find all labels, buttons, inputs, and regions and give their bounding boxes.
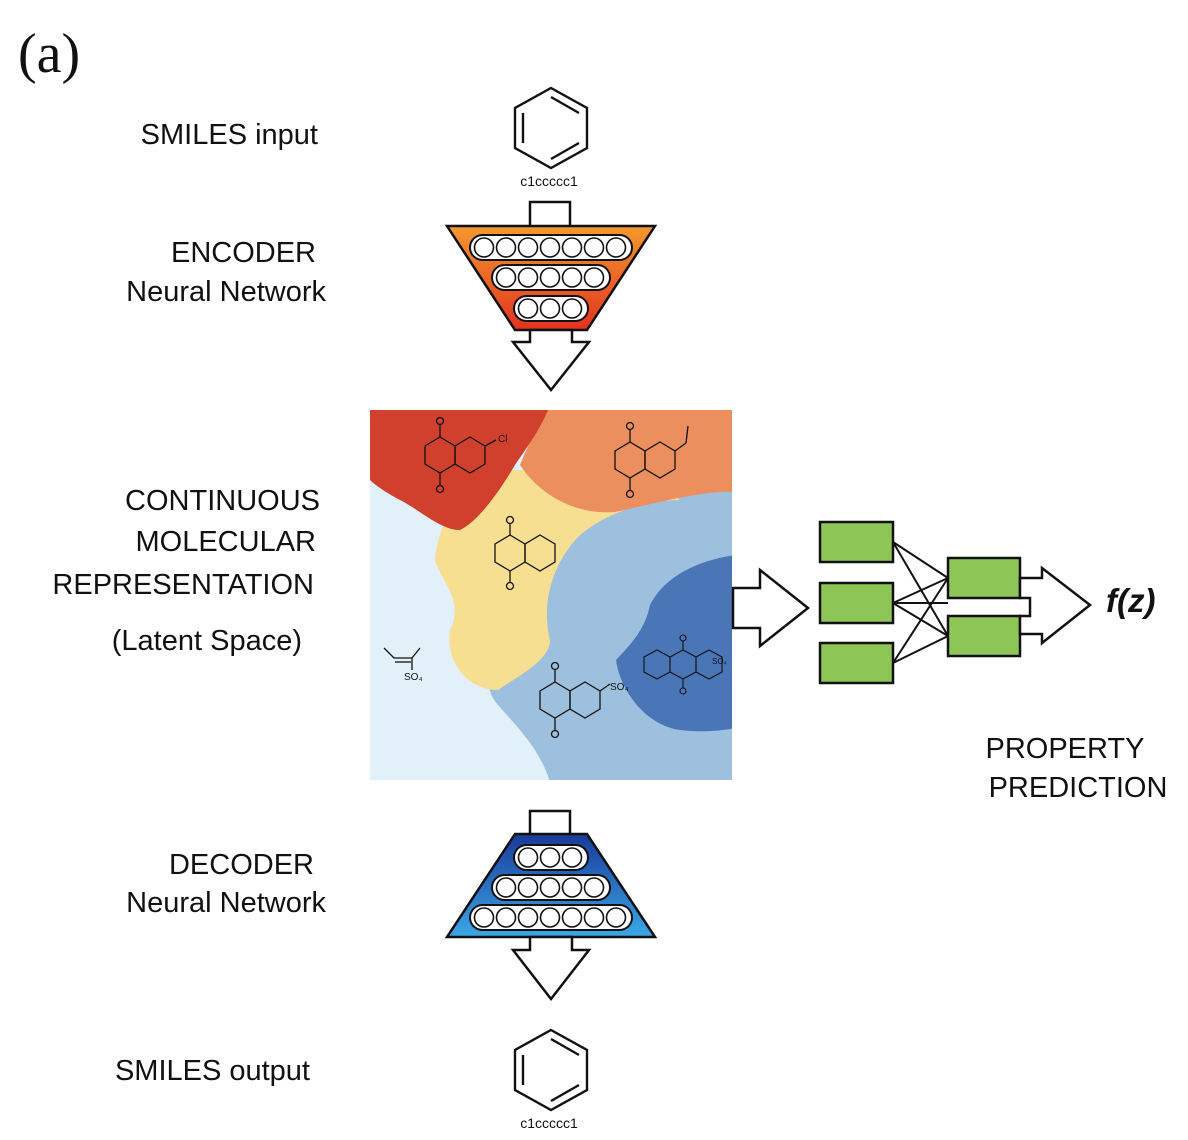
decoder-label-line2: Neural Network <box>126 887 326 919</box>
encoder-network <box>444 200 658 393</box>
molecule-dihydro-naphthoquinone <box>539 661 611 739</box>
predictor-output-arrow <box>1018 565 1093 646</box>
smiles-output-string: c1ccccc1 <box>520 1115 578 1131</box>
decoder-layer-3 <box>469 904 633 931</box>
substituent-so4-dark: SO₄ <box>712 657 727 666</box>
input-benzene-molecule <box>513 86 589 170</box>
panel-label: (a) <box>18 23 80 85</box>
smiles-input-label: SMILES input <box>141 119 318 151</box>
decoder-layer-1 <box>513 844 589 871</box>
smiles-output-label: SMILES output <box>115 1055 310 1087</box>
decoder-label-line1: DECODER <box>169 849 314 881</box>
molecule-ethyl-naphthoquinone <box>614 421 689 499</box>
latent-label-line3: REPRESENTATION <box>52 569 314 601</box>
decoder-layer-2 <box>491 874 611 901</box>
latent-to-predictor-arrow <box>731 567 811 649</box>
predictor-node-input-3 <box>818 641 895 685</box>
property-predictor-network <box>818 520 1093 685</box>
encoder-layer-2 <box>491 264 611 291</box>
region-orange <box>520 410 732 513</box>
predictor-node-hidden-2 <box>946 614 1022 658</box>
latent-label-line2: MOLECULAR <box>136 526 317 558</box>
output-function-label: f(z) <box>1106 582 1155 619</box>
region-dark-blue <box>616 555 732 732</box>
molecule-anthraquinone <box>643 634 723 695</box>
left-labels: SMILES input ENCODER Neural Network CONT… <box>52 119 326 1087</box>
smiles-input-string: c1ccccc1 <box>520 173 578 189</box>
latent-space-map: Cl SO₄ SO₄ <box>370 410 732 780</box>
molecule-naphthoquinone <box>494 515 556 591</box>
encoder-down-arrow <box>510 328 592 393</box>
molecule-butenyl-sulfate <box>383 647 421 670</box>
predictor-node-input-1 <box>818 520 895 564</box>
substituent-so4-bottom: SO₄ <box>610 682 629 693</box>
substituent-so4-left: SO₄ <box>404 672 423 683</box>
molecule-chloro-naphthoquinone <box>424 416 497 494</box>
property-label-line1: PROPERTY <box>985 733 1144 765</box>
predictor-node-input-2 <box>818 581 895 625</box>
decoder-network <box>444 809 658 1002</box>
region-yellow <box>435 470 680 690</box>
region-red <box>370 410 548 530</box>
encoder-label-line1: ENCODER <box>171 237 316 269</box>
output-benzene-molecule <box>513 1028 589 1112</box>
substituent-cl: Cl <box>498 434 507 445</box>
encoder-label-line2: Neural Network <box>126 276 326 308</box>
latent-label-line1: CONTINUOUS <box>125 485 320 517</box>
predictor-node-hidden-1 <box>946 556 1022 600</box>
encoder-layer-3 <box>513 295 589 322</box>
encoder-layer-1 <box>469 234 633 261</box>
property-label-line2: PREDICTION <box>989 772 1168 804</box>
decoder-down-arrow <box>510 935 592 1002</box>
latent-label-line4: (Latent Space) <box>112 625 302 657</box>
